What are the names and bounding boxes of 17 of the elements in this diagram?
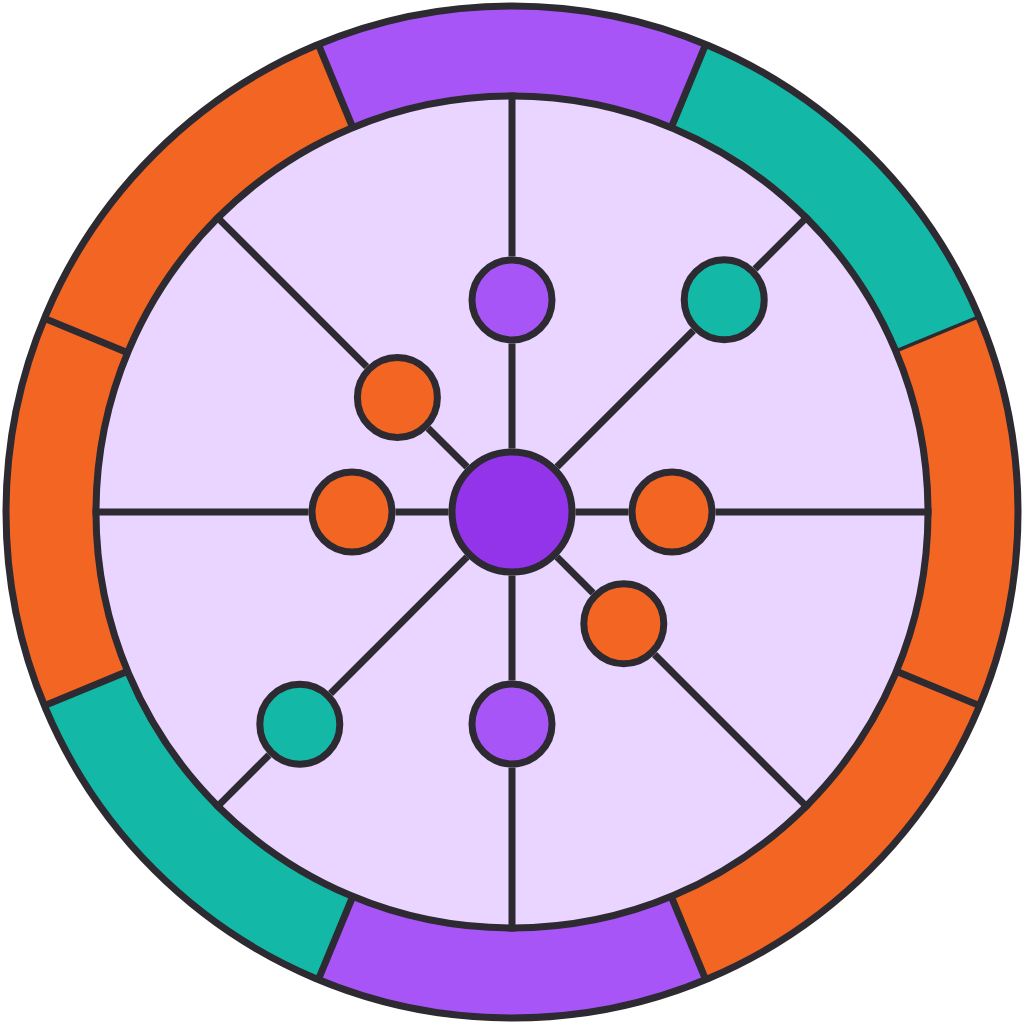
spoke-line bbox=[92, 508, 309, 516]
spoke-line bbox=[508, 575, 516, 681]
spoke-line bbox=[508, 92, 516, 257]
spoke-line bbox=[752, 212, 812, 272]
spoke-line bbox=[212, 212, 370, 370]
spoke-line bbox=[715, 508, 932, 516]
spoke-line bbox=[652, 652, 812, 812]
spoke-line bbox=[554, 554, 596, 596]
spoke-line bbox=[212, 752, 272, 812]
spoke-line bbox=[554, 328, 696, 470]
spoke-line bbox=[328, 554, 470, 696]
spoke-line bbox=[575, 508, 629, 516]
spoke-line bbox=[425, 425, 470, 470]
spoke-line bbox=[395, 508, 449, 516]
spoke-line bbox=[508, 343, 516, 449]
hub-circle bbox=[448, 448, 576, 576]
spoke-line bbox=[508, 767, 516, 932]
